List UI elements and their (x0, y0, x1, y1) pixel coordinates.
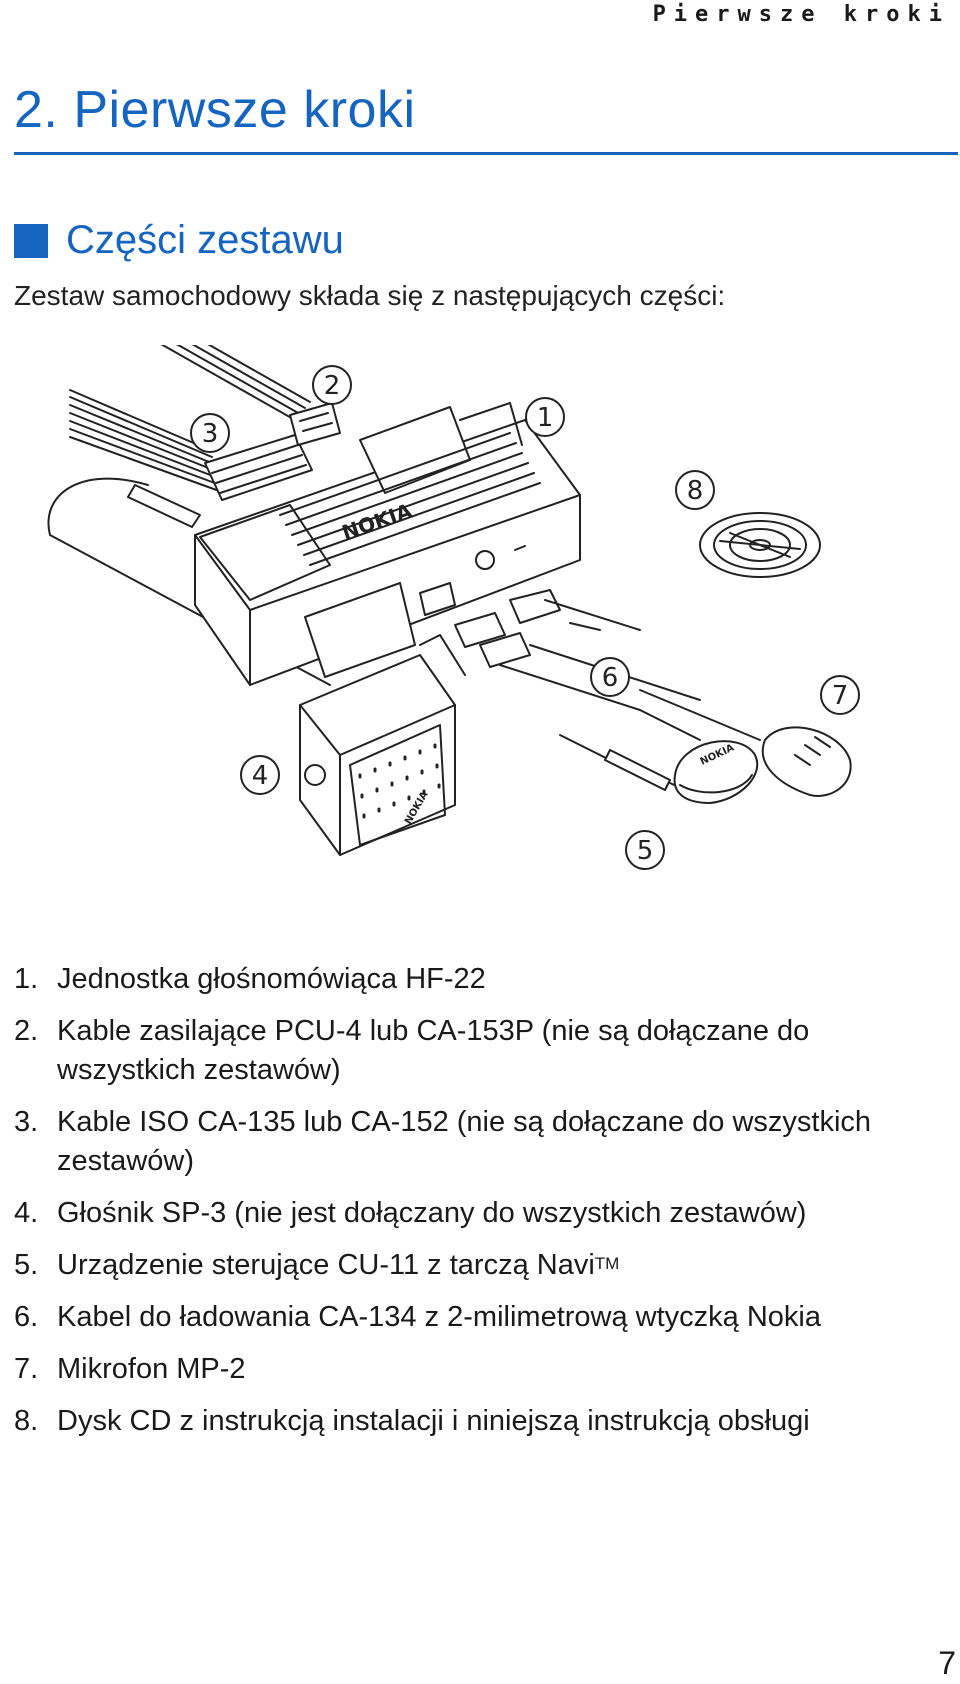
iso-connector (204, 434, 313, 501)
list-item: 3. Kable ISO CA-135 lub CA-152 (nie są d… (14, 1103, 954, 1181)
control-unit-cu11 (639, 709, 759, 804)
unit-plugs (454, 589, 701, 711)
list-item-number: 1. (14, 963, 39, 995)
list-item-text: Mikrofon MP-2 (57, 1353, 246, 1385)
list-item-text: Jednostka głośnomówiąca HF-22 (57, 963, 486, 995)
list-item-text: Urządzenie sterujące CU-11 z tarczą Navi… (57, 1246, 954, 1285)
list-item-text: Kable zasilające PCU-4 lub CA-153P (nie … (57, 1015, 810, 1086)
svg-text:7: 7 (832, 681, 849, 711)
callout-5: 5 (625, 830, 665, 870)
list-item-number: 7. (14, 1353, 39, 1385)
page-number: 7 (938, 1645, 956, 1681)
svg-text:8: 8 (687, 476, 704, 506)
chapter-rule (14, 152, 958, 155)
list-item: 2. Kable zasilające PCU-4 lub CA-153P (n… (14, 1012, 954, 1090)
speaker-cable-jack (127, 484, 201, 528)
list-item: 1. Jednostka głośnomówiąca HF-22 (14, 960, 954, 999)
microphone-mp2 (639, 689, 852, 797)
callout-6: 6 (590, 657, 630, 697)
list-item-text: Głośnik SP-3 (nie jest dołączany do wszy… (57, 1197, 807, 1229)
callout-7: 7 (820, 675, 860, 715)
list-item-text: Dysk CD z instrukcją instalacji i niniej… (57, 1405, 810, 1437)
trademark-suffix: TM (594, 1254, 620, 1273)
list-item-number: 6. (14, 1301, 39, 1333)
running-header: Pierwsze kroki (652, 2, 950, 27)
callout-8: 8 (675, 470, 715, 510)
section-intro: Zestaw samochodowy składa się z następuj… (14, 280, 726, 311)
svg-text:2: 2 (324, 371, 341, 401)
list-item-number: 8. (14, 1405, 39, 1437)
chapter-title: 2. Pierwsze kroki (14, 81, 416, 139)
callout-2: 2 (312, 365, 352, 405)
hf22-unit-body (194, 402, 581, 686)
list-item: 6. Kabel do ładowania CA-134 z 2-milimet… (14, 1298, 954, 1337)
car-kit-illustration: NOKIA NOKIA NOKIA 1 2 3 4 5 6 7 8 (47, 345, 860, 870)
svg-text:4: 4 (252, 761, 269, 791)
list-item-text: Kabel do ładowania CA-134 z 2-milimetrow… (57, 1301, 821, 1333)
callout-4: 4 (240, 755, 280, 795)
list-item: 7. Mikrofon MP-2 (14, 1350, 954, 1389)
list-item: 8. Dysk CD z instrukcją instalacji i nin… (14, 1402, 954, 1441)
callout-1: 1 (525, 397, 565, 437)
list-item-text-main: Urządzenie sterujące CU-11 z tarczą Navi (57, 1249, 595, 1281)
svg-text:1: 1 (537, 403, 554, 433)
section-bullet-square (14, 223, 48, 258)
svg-text:3: 3 (202, 419, 219, 449)
list-item-number: 2. (14, 1015, 39, 1047)
power-connector (289, 402, 341, 446)
speaker-cable (47, 477, 331, 686)
callout-3: 3 (190, 413, 230, 453)
svg-text:6: 6 (602, 663, 619, 693)
list-item-number: 3. (14, 1106, 39, 1138)
speaker-sp3 (299, 634, 466, 856)
cd-disc (699, 512, 821, 578)
list-item-text: Kable ISO CA-135 lub CA-152 (nie są dołą… (57, 1106, 872, 1177)
power-cable-wires (160, 345, 311, 421)
section-heading: Części zestawu (14, 218, 344, 263)
svg-text:5: 5 (637, 836, 654, 866)
list-item-number: 4. (14, 1197, 39, 1229)
section-heading-text: Części zestawu (66, 218, 344, 262)
parts-list: 1. Jednostka głośnomówiąca HF-22 2. Kabl… (14, 960, 954, 1454)
list-item: 4. Głośnik SP-3 (nie jest dołączany do w… (14, 1194, 954, 1233)
list-item-number: 5. (14, 1249, 39, 1281)
iso-cable-wires (69, 389, 223, 493)
list-item: 5. Urządzenie sterujące CU-11 z tarczą N… (14, 1246, 954, 1285)
